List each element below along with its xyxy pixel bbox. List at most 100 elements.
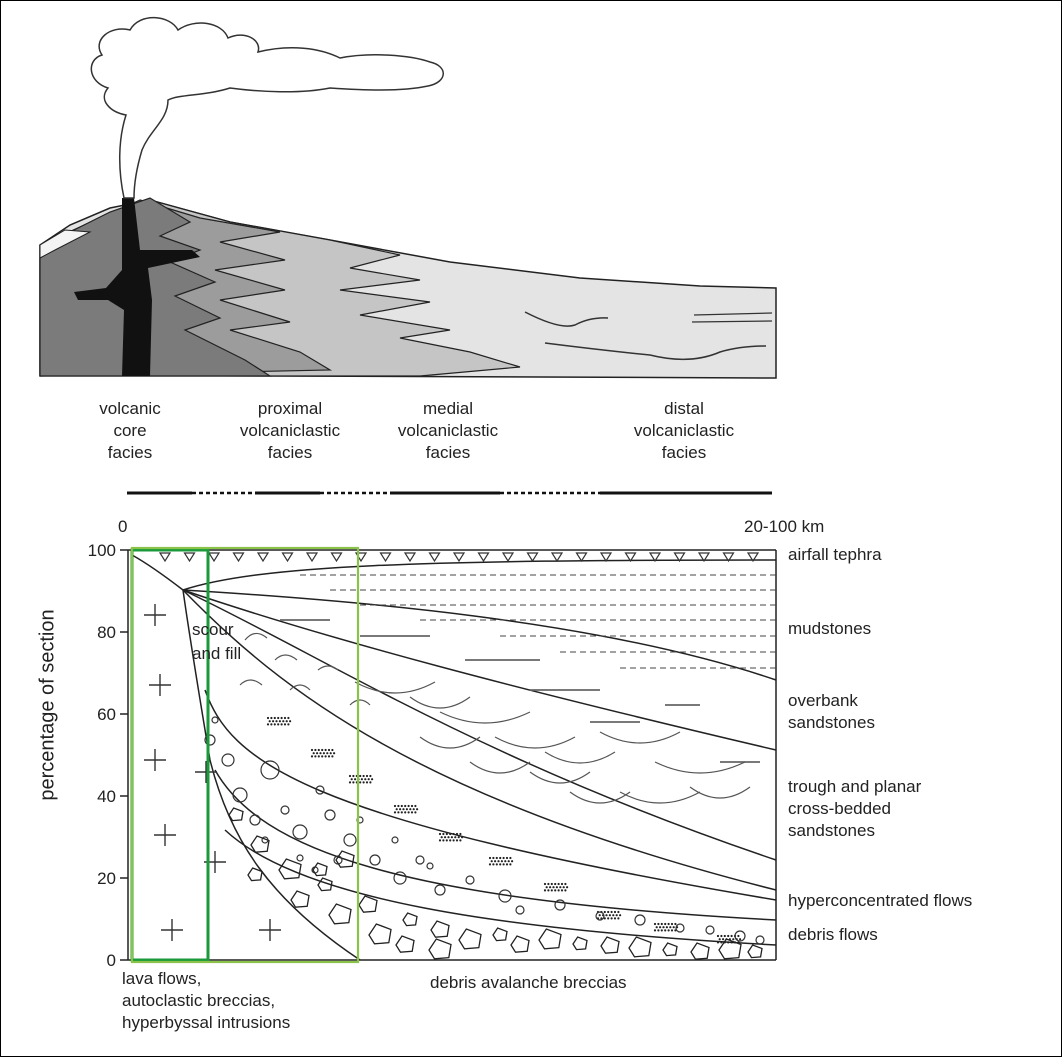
layer-label-overbank: overbank sandstones	[788, 691, 875, 732]
sand-dot	[507, 860, 510, 863]
sand-dot	[554, 889, 557, 892]
clast-circle	[232, 787, 248, 803]
sand-dot	[369, 774, 372, 778]
tephra-triangle	[648, 552, 662, 563]
sand-dot	[552, 886, 555, 889]
sand-dot	[445, 839, 448, 842]
sand-dot	[608, 914, 612, 917]
sand-dot	[350, 778, 353, 781]
sand-dot	[445, 832, 448, 836]
clast-polygon	[492, 927, 508, 942]
sand-dot	[444, 836, 447, 839]
tephra-triangle	[183, 552, 196, 563]
trough-arc	[494, 736, 576, 749]
sand-dot	[612, 914, 615, 917]
layer-label-airfall: airfall tephra	[788, 545, 882, 564]
sand-dot	[665, 926, 669, 929]
sand-dot	[600, 917, 603, 920]
clast-circle	[204, 734, 216, 746]
clast-circle	[292, 824, 308, 840]
sand-dot	[545, 886, 548, 889]
volcano-cross-section	[39, 16, 777, 379]
sand-dot	[273, 723, 276, 726]
tephra-triangle	[281, 552, 294, 563]
clast-circle	[391, 836, 399, 844]
y-axis-label: percentage of section	[36, 609, 59, 801]
sand-dot	[327, 748, 331, 752]
sand-dot	[547, 889, 550, 892]
sand-dot	[278, 720, 281, 723]
trough-arc	[439, 711, 531, 724]
sand-dot	[442, 832, 445, 836]
clast-polygon	[690, 942, 710, 960]
sand-dot	[362, 781, 365, 784]
lava-crosses	[144, 604, 281, 941]
sand-dot	[410, 811, 414, 814]
sand-dot	[739, 938, 742, 941]
clast-circle	[734, 930, 746, 942]
sand-dot	[610, 917, 613, 920]
sand-dot	[610, 910, 613, 914]
sand-dot	[402, 808, 405, 811]
clast-circle	[221, 753, 235, 767]
sand-dot	[364, 778, 367, 781]
clast-polygon	[228, 807, 244, 822]
sand-dot	[400, 811, 403, 814]
distance-start-label: 0	[118, 517, 128, 536]
clast-polygon	[335, 850, 355, 868]
clast-polygon	[395, 935, 415, 953]
layer-label-debris: debris flows	[788, 925, 878, 944]
debris-clasts	[228, 807, 763, 960]
sand-dot	[495, 856, 498, 860]
sand-dot	[416, 808, 419, 811]
tephra-triangle	[624, 552, 637, 563]
sand-dot	[505, 856, 509, 860]
clast-circle	[705, 925, 715, 935]
trough-arc	[654, 761, 746, 774]
facies-label-core: volcanic core facies	[99, 399, 161, 462]
layer-label-trough: trough and planar cross-bedded sandstone…	[788, 777, 922, 840]
sand-dot	[494, 860, 497, 863]
sand-dot	[720, 934, 723, 938]
sand-dot	[670, 929, 674, 932]
trough-arc	[544, 751, 616, 764]
sand-dot	[404, 804, 407, 808]
sand-dot	[607, 910, 610, 914]
clast-circle	[249, 814, 261, 826]
clast-polygon	[247, 867, 263, 882]
volcanic-core-highlight-box	[130, 548, 210, 962]
clast-circle	[260, 760, 280, 780]
sand-dot	[359, 781, 362, 784]
sand-dot	[266, 716, 270, 720]
overbank-marks	[280, 619, 760, 763]
tephra-triangle	[697, 552, 711, 563]
sand-dot	[722, 938, 725, 941]
sand-dot	[718, 938, 721, 941]
sand-dot	[564, 889, 567, 892]
sand-dot	[310, 748, 314, 752]
trough-arc	[619, 791, 701, 804]
sand-dot	[312, 752, 315, 755]
volcanic-conduit	[74, 198, 200, 376]
clast-circle	[393, 871, 407, 885]
sand-dot	[327, 755, 331, 758]
sand-dot	[459, 839, 462, 842]
sand-dot	[333, 752, 336, 755]
sand-dot	[667, 922, 670, 926]
sand-dot	[287, 723, 290, 726]
sand-dot	[329, 752, 332, 755]
sand-dot	[273, 716, 276, 720]
sand-dot	[371, 778, 374, 781]
sand-dot	[495, 863, 498, 866]
clast-circle	[324, 809, 336, 821]
sand-dot	[490, 860, 493, 863]
sand-dot	[362, 774, 365, 778]
sand-dot	[509, 856, 512, 860]
trough-arc	[354, 681, 436, 694]
clast-polygon	[510, 935, 530, 953]
facies-label-proximal: proximal volcaniclastic facies	[239, 399, 341, 462]
sand-dot	[354, 778, 357, 781]
sand-dot	[505, 863, 509, 866]
